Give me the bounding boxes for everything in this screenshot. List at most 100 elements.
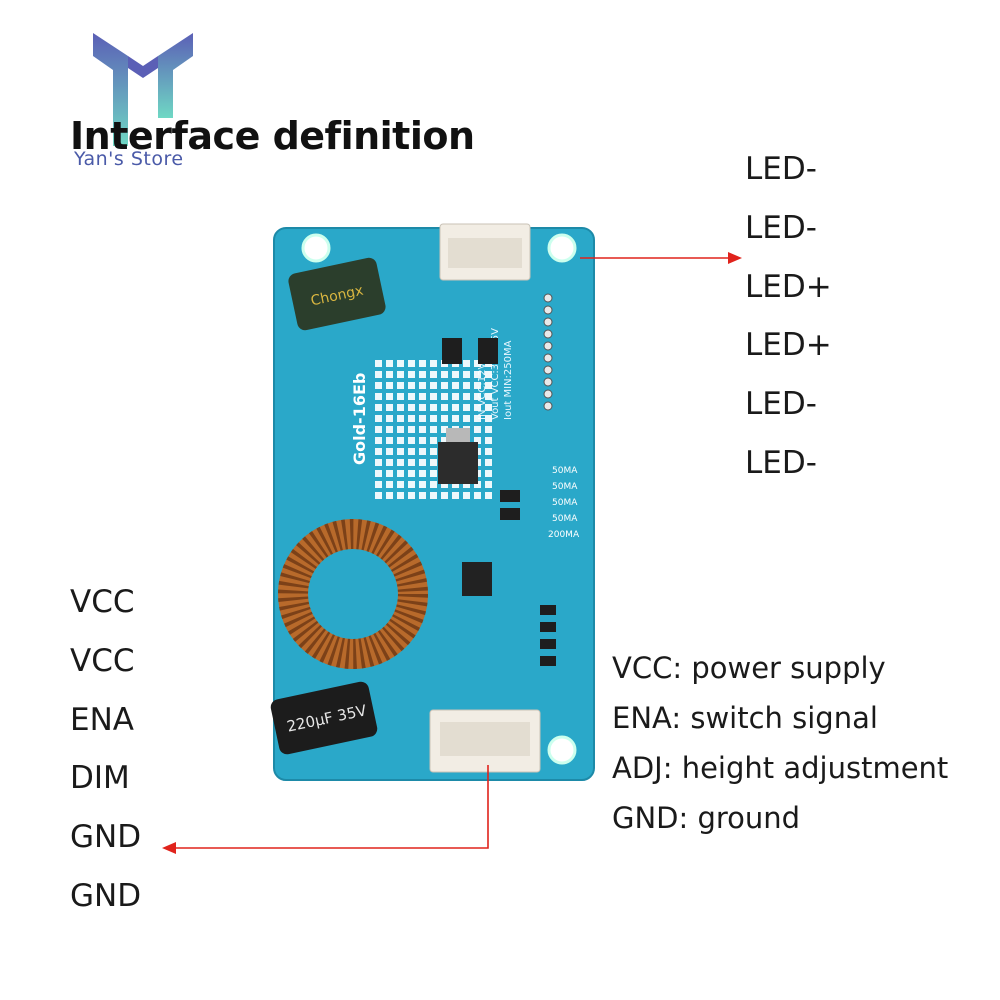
via — [463, 382, 470, 389]
right-pin-5: LED- — [745, 386, 817, 423]
via — [463, 415, 470, 422]
via — [452, 492, 459, 499]
via — [430, 371, 437, 378]
right-pin-3: LED+ — [745, 268, 832, 305]
via — [386, 481, 393, 488]
via — [452, 481, 459, 488]
via — [375, 426, 382, 433]
via — [452, 404, 459, 411]
spec-line-1: IN VCC:12V-26V — [477, 340, 488, 420]
via — [452, 415, 459, 422]
via — [452, 393, 459, 400]
via — [452, 371, 459, 378]
via — [441, 426, 448, 433]
via — [386, 415, 393, 422]
via — [474, 426, 481, 433]
via — [386, 426, 393, 433]
via — [441, 404, 448, 411]
via — [397, 404, 404, 411]
via — [485, 371, 492, 378]
via — [397, 426, 404, 433]
via — [408, 382, 415, 389]
via — [441, 415, 448, 422]
via — [430, 415, 437, 422]
via — [452, 382, 459, 389]
via — [419, 459, 426, 466]
via — [408, 426, 415, 433]
via — [441, 393, 448, 400]
current-option-1: 50MA — [552, 466, 578, 476]
via — [375, 393, 382, 400]
via — [375, 437, 382, 444]
via — [375, 448, 382, 455]
via — [474, 437, 481, 444]
via — [397, 415, 404, 422]
page-title: Interface definition — [70, 114, 475, 158]
via — [419, 360, 426, 367]
via — [463, 393, 470, 400]
header-pin — [543, 401, 553, 411]
via — [419, 415, 426, 422]
led-driver-board: Chongx Gold-16Eb IN VCC:12V-26V Vout VCC… — [270, 223, 595, 781]
via — [463, 481, 470, 488]
header-pin — [543, 329, 553, 339]
via — [397, 371, 404, 378]
via — [474, 492, 481, 499]
via — [408, 470, 415, 477]
arrow-head-right — [728, 252, 742, 264]
legend-adj: ADJ: height adjustment — [612, 751, 949, 785]
header-pin — [543, 377, 553, 387]
via — [386, 360, 393, 367]
via — [397, 437, 404, 444]
right-pin-6: LED- — [745, 444, 817, 481]
via — [375, 404, 382, 411]
via — [397, 448, 404, 455]
via — [397, 481, 404, 488]
via — [485, 426, 492, 433]
via — [397, 492, 404, 499]
header-pin — [543, 365, 553, 375]
via — [408, 371, 415, 378]
via — [474, 393, 481, 400]
via — [386, 470, 393, 477]
via — [419, 481, 426, 488]
via — [485, 448, 492, 455]
via — [474, 382, 481, 389]
via — [463, 404, 470, 411]
via — [430, 470, 437, 477]
via — [485, 382, 492, 389]
via — [397, 393, 404, 400]
via — [386, 448, 393, 455]
via — [397, 470, 404, 477]
via — [463, 360, 470, 367]
via — [430, 404, 437, 411]
via — [375, 382, 382, 389]
via — [485, 404, 492, 411]
via — [430, 492, 437, 499]
store-name: Yan's Store — [74, 148, 184, 170]
via — [485, 437, 492, 444]
via — [408, 437, 415, 444]
header-pin — [543, 317, 553, 327]
via — [408, 404, 415, 411]
via — [463, 492, 470, 499]
spec-line-3: Iout MIN:250MA — [503, 340, 514, 420]
via — [375, 459, 382, 466]
via — [375, 371, 382, 378]
right-pin-2: LED- — [745, 209, 817, 246]
via — [474, 481, 481, 488]
left-pin-5: GND — [70, 819, 142, 856]
legend-ena: ENA: switch signal — [612, 701, 878, 735]
header-pin — [543, 389, 553, 399]
via — [441, 437, 448, 444]
via — [463, 371, 470, 378]
current-option-4: 50MA — [552, 514, 578, 524]
legend-vcc: VCC: power supply — [612, 651, 886, 685]
via — [375, 470, 382, 477]
via — [397, 360, 404, 367]
via — [485, 492, 492, 499]
via — [375, 481, 382, 488]
via — [474, 360, 481, 367]
via — [375, 360, 382, 367]
via — [375, 492, 382, 499]
